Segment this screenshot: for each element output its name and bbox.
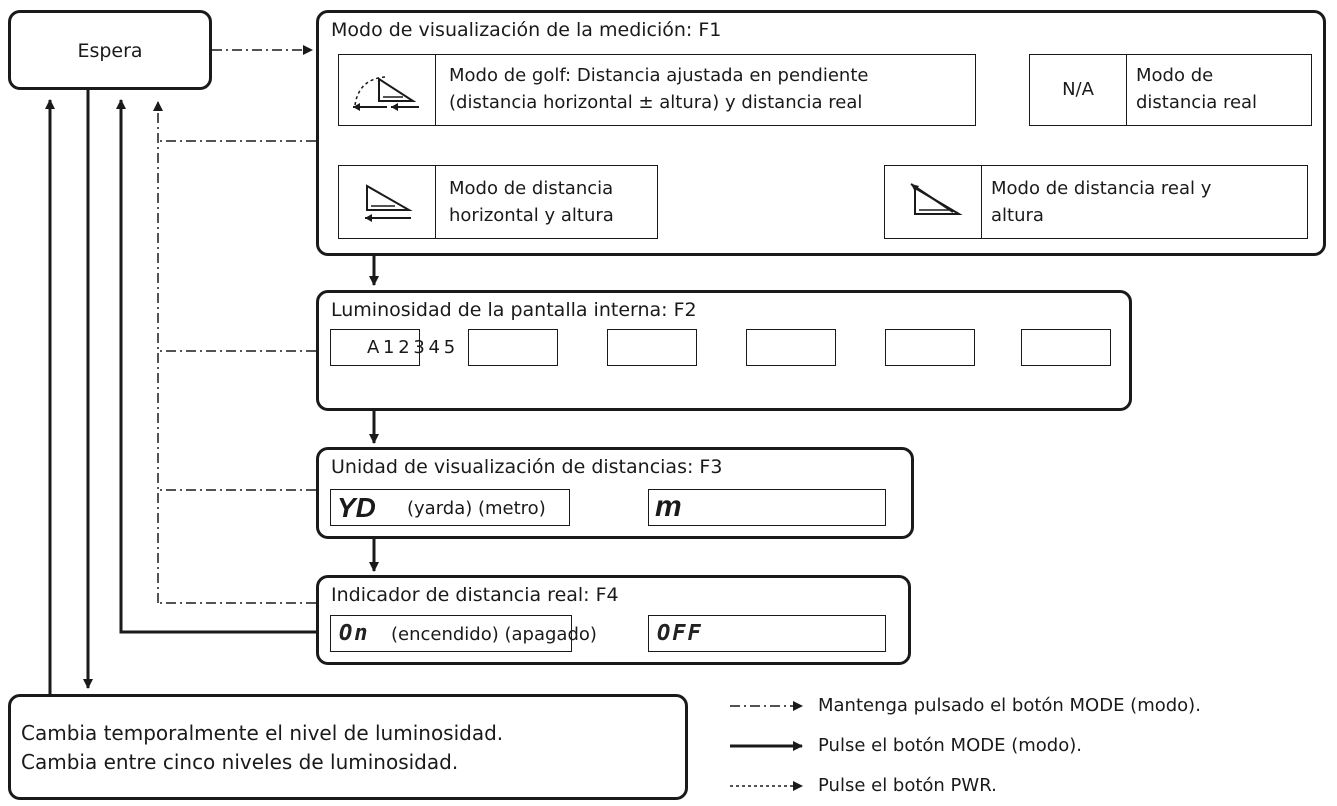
- golf-mode-line2: (distancia horizontal ± altura) y distan…: [449, 92, 863, 113]
- on-symbol: On: [339, 621, 370, 646]
- meter-box: m: [648, 489, 886, 526]
- legend-hold-mode: Mantenga pulsado el botón MODE (modo).: [818, 695, 1201, 716]
- on-box: On (encendido) (apagado): [330, 615, 597, 652]
- f4-title: Indicador de distancia real: F4: [331, 584, 619, 606]
- real-height-box: Modo de distancia real y altura: [884, 165, 1308, 239]
- realh-mode-line2: altura: [991, 205, 1044, 226]
- na-label: N/A: [1062, 79, 1094, 100]
- note-line2: Cambia entre cinco niveles de luminosida…: [21, 750, 459, 774]
- meter-symbol: m: [655, 490, 682, 523]
- standby-box: Espera: [8, 10, 212, 90]
- f2-panel: Luminosidad de la pantalla interna: F2: [316, 290, 1132, 411]
- realh-mode-line1: Modo de distancia real y: [991, 178, 1212, 199]
- golf-mode-box: Modo de golf: Distancia ajustada en pend…: [338, 54, 976, 126]
- horizontal-mode-line2: horizontal y altura: [449, 205, 614, 226]
- brightness-levels: A 1 2 3 4 5: [367, 337, 455, 358]
- f4-to-standby-line: [116, 99, 316, 634]
- legend-press-pwr: Pulse el botón PWR.: [818, 775, 997, 796]
- on-off-label: (encendido) (apagado): [391, 624, 597, 645]
- f2-title: Luminosidad de la pantalla interna: F2: [331, 299, 697, 321]
- yard-symbol: YD: [337, 492, 376, 523]
- horizontal-mode-line1: Modo de distancia: [449, 178, 614, 199]
- legend-press-mode: Pulse el botón MODE (modo).: [818, 735, 1082, 756]
- brightness-note-box: Cambia temporalmente el nivel de luminos…: [8, 694, 688, 800]
- off-symbol: OFF: [657, 621, 703, 646]
- golf-slope-icon: [347, 65, 427, 119]
- yard-meter-label: (yarda) (metro): [407, 498, 546, 519]
- brightness-box-2: [468, 329, 558, 366]
- f3-title: Unidad de visualización de distancias: F…: [331, 456, 723, 478]
- brightness-box-6: [1021, 329, 1111, 366]
- real-mode-line1: Modo de: [1136, 65, 1214, 86]
- brightness-box-4: [746, 329, 836, 366]
- f1-title: Modo de visualización de la medición: F1: [331, 19, 722, 41]
- true-distance-height-icon: [901, 178, 971, 232]
- note-line1: Cambia temporalmente el nivel de luminos…: [21, 721, 504, 745]
- brightness-box-1: A 1 2 3 4 5: [330, 329, 455, 366]
- off-box: OFF: [648, 615, 886, 652]
- brightness-box-3: [607, 329, 697, 366]
- standby-label: Espera: [77, 40, 143, 62]
- golf-mode-line1: Modo de golf: Distancia ajustada en pend…: [449, 65, 869, 86]
- real-mode-line2: distancia real: [1136, 92, 1258, 113]
- horizontal-height-box: Modo de distancia horizontal y altura: [338, 165, 658, 239]
- yard-box: YD (yarda) (metro): [330, 489, 570, 526]
- real-distance-box: N/A Modo de distancia real: [1029, 54, 1312, 126]
- horizontal-height-icon: [353, 178, 423, 232]
- brightness-box-5: [885, 329, 975, 366]
